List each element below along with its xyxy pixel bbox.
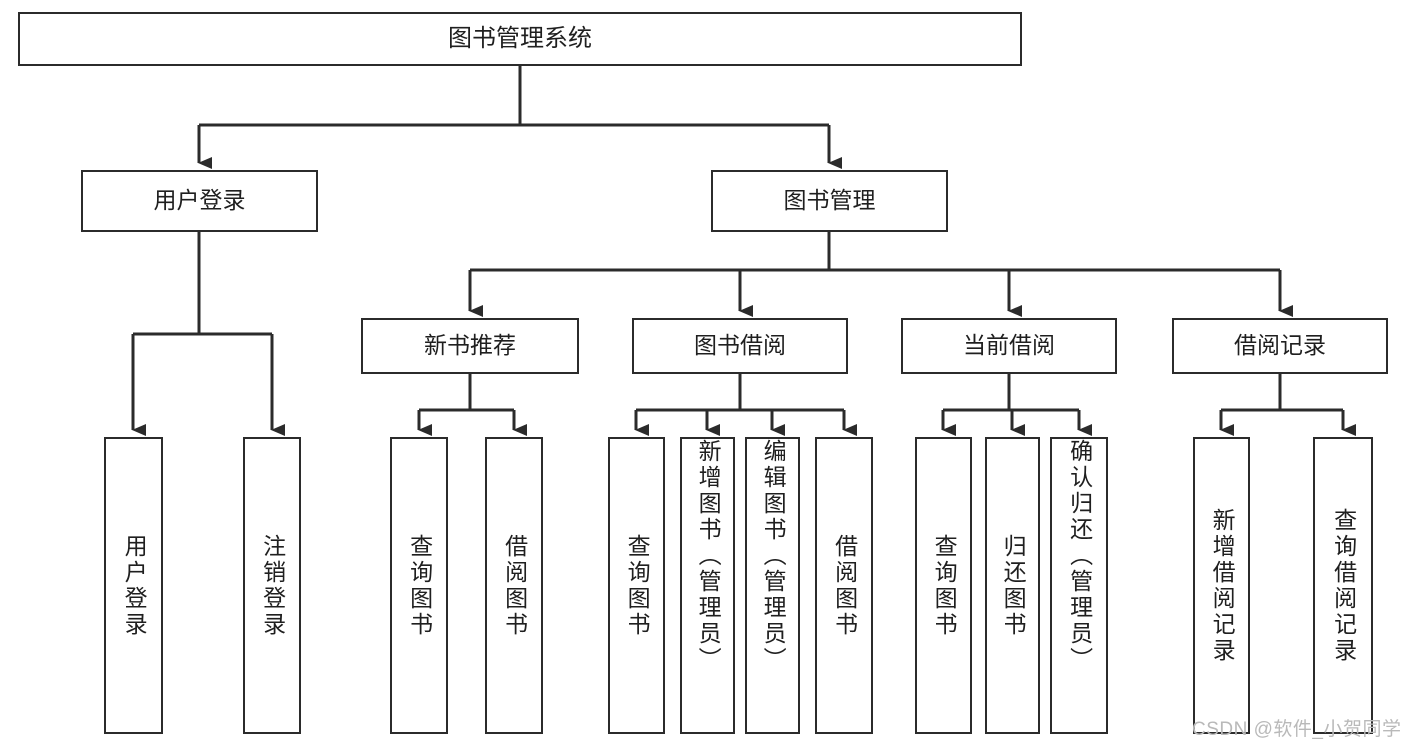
node-borrow-record[interactable]: 借阅记录 [1172,318,1388,374]
node-book-borrow[interactable]: 图书借阅 [632,318,848,374]
node-leaf-query-book-2-label: 查询图书 [624,533,651,638]
node-book-manage[interactable]: 图书管理 [711,170,948,232]
node-leaf-logout-login[interactable]: 注销登录 [243,437,301,734]
node-current-borrow[interactable]: 当前借阅 [901,318,1117,374]
node-book-manage-label: 图书管理 [783,187,876,214]
node-leaf-query-book-1[interactable]: 查询图书 [390,437,448,734]
node-leaf-borrow-book-2-label: 借阅图书 [831,533,858,638]
node-leaf-borrow-book-1[interactable]: 借阅图书 [485,437,543,734]
node-leaf-edit-book-admin[interactable]: 编辑图书（管理员） [745,437,800,734]
node-user-login[interactable]: 用户登录 [81,170,318,232]
node-leaf-return-book[interactable]: 归还图书 [985,437,1040,734]
node-root-label: 图书管理系统 [448,24,592,52]
node-leaf-confirm-return-admin[interactable]: 确认归还（管理员） [1050,437,1108,734]
node-borrow-record-label: 借阅记录 [1234,332,1326,359]
csdn-watermark: CSDN @软件_小贺同学 [1192,719,1402,740]
node-leaf-add-borrow-record-label: 新增借阅记录 [1209,507,1236,664]
node-root[interactable]: 图书管理系统 [18,12,1022,66]
node-leaf-query-book-2[interactable]: 查询图书 [608,437,665,734]
node-new-book-recommend-label: 新书推荐 [424,332,516,359]
node-book-borrow-label: 图书借阅 [694,332,786,359]
node-leaf-user-login[interactable]: 用户登录 [104,437,163,734]
node-leaf-logout-login-label: 注销登录 [259,533,286,638]
node-current-borrow-label: 当前借阅 [963,332,1055,359]
node-leaf-query-book-1-label: 查询图书 [406,533,433,638]
node-leaf-query-book-3-label: 查询图书 [931,533,958,638]
node-leaf-user-login-label: 用户登录 [121,533,148,638]
node-leaf-confirm-return-admin-label: 确认归还（管理员） [1066,439,1093,673]
node-leaf-edit-book-admin-label: 编辑图书（管理员） [760,439,787,673]
node-leaf-borrow-book-1-label: 借阅图书 [501,533,528,638]
node-leaf-add-book-admin[interactable]: 新增图书（管理员） [680,437,735,734]
node-leaf-add-book-admin-label: 新增图书（管理员） [695,439,722,673]
node-leaf-return-book-label: 归还图书 [1000,533,1027,638]
node-leaf-query-borrow-record-label: 查询借阅记录 [1330,507,1357,664]
node-leaf-add-borrow-record[interactable]: 新增借阅记录 [1193,437,1250,734]
node-new-book-recommend[interactable]: 新书推荐 [361,318,579,374]
node-user-login-label: 用户登录 [153,187,246,214]
node-leaf-borrow-book-2[interactable]: 借阅图书 [815,437,873,734]
node-leaf-query-book-3[interactable]: 查询图书 [915,437,972,734]
node-leaf-query-borrow-record[interactable]: 查询借阅记录 [1313,437,1373,734]
